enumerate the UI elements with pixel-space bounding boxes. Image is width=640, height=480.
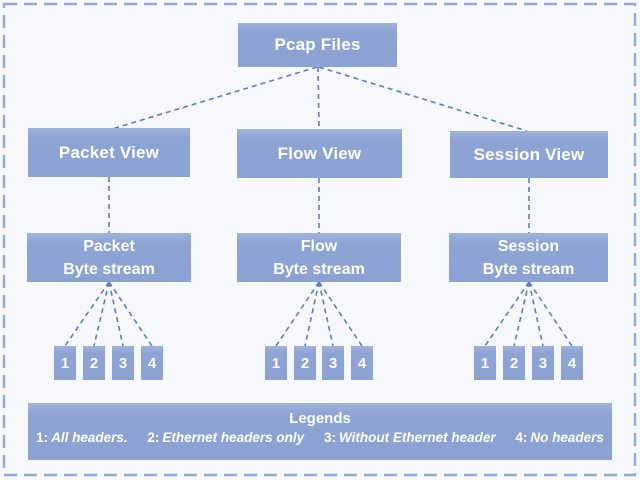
legend-item-1: 1:All headers. [36,430,128,445]
legend-item-desc: Without Ethernet header [338,430,496,445]
legend-item-desc: No headers [530,430,604,445]
legend-item-num: 2: [147,430,160,445]
leaf-flow-1: 1 [265,346,287,380]
legend-item-num: 4: [515,430,528,445]
leaf-packet-4: 4 [141,346,163,380]
legend-item-3: 3:Without Ethernet header [324,430,496,445]
node-flow-view: Flow View [237,129,402,178]
legend-item-4: 4:No headers [515,430,604,445]
leaf-packet-2: 2 [83,346,105,380]
legend-item-2: 2:Ethernet headers only [147,430,304,445]
legend-item-desc: All headers. [51,430,128,445]
legend-box: Legends 1:All headers. 2:Ethernet header… [28,403,612,460]
leaf-flow-3: 3 [322,346,344,380]
legend-title: Legends [289,410,351,427]
legend-item-num: 1: [36,430,49,445]
leaf-flow-2: 2 [294,346,316,380]
stream-line2: Byte stream [63,260,155,278]
legend-item-num: 3: [323,430,336,445]
node-session-byte-stream: Session Byte stream [449,233,608,282]
node-pcap-files: Pcap Files [238,23,397,67]
leaf-session-4: 4 [561,346,583,380]
leaf-session-1: 1 [474,346,496,380]
leaf-session-3: 3 [532,346,554,380]
leaf-session-2: 2 [503,346,525,380]
stream-line2: Byte stream [273,260,365,278]
node-packet-byte-stream: Packet Byte stream [27,233,191,282]
legend-item-desc: Ethernet headers only [162,430,305,445]
leaf-flow-4: 4 [351,346,373,380]
leaf-packet-3: 3 [112,346,134,380]
node-packet-view: Packet View [28,128,190,177]
legend-items: 1:All headers. 2:Ethernet headers only 3… [28,430,612,445]
node-flow-byte-stream: Flow Byte stream [237,233,401,282]
connector-lines [64,66,573,347]
node-session-view: Session View [450,131,608,178]
stream-line1: Session [497,237,560,255]
stream-line1: Packet [83,237,135,255]
stream-line1: Flow [300,237,338,255]
leaf-packet-1: 1 [54,346,76,380]
stream-line2: Byte stream [482,260,575,278]
